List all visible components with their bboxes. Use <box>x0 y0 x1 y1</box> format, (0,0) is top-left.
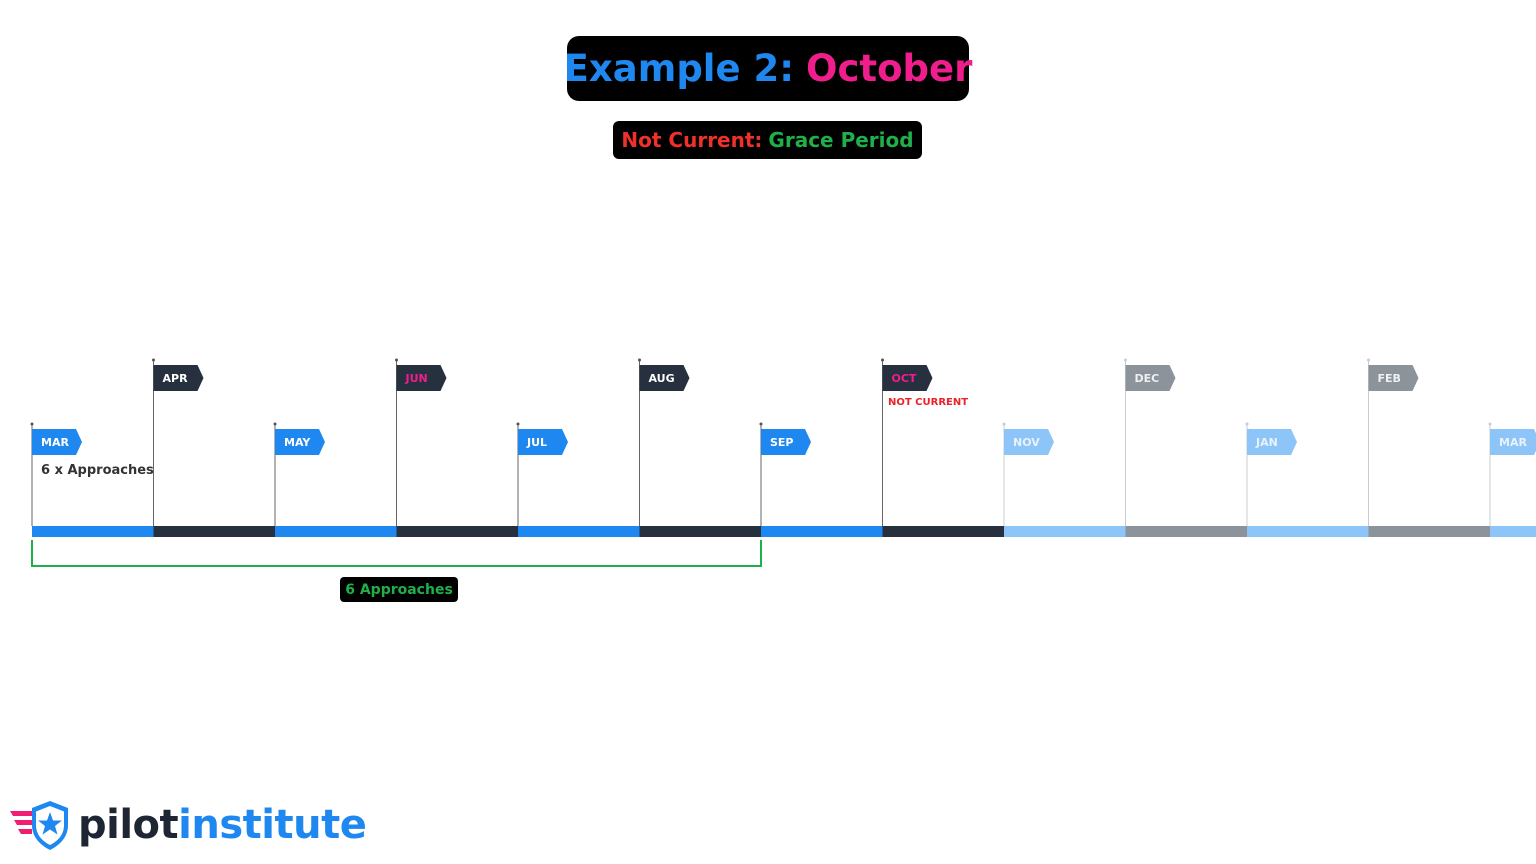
timeline-segment-dec <box>1125 526 1247 537</box>
month-flag-jan <box>1247 429 1297 455</box>
month-flag-mar <box>32 429 82 455</box>
month-flag-label: SEP <box>770 436 794 449</box>
month-flag-nov <box>1004 429 1054 455</box>
month-flag-label: MAR <box>41 436 69 449</box>
month-flag-label: DEC <box>1135 372 1160 385</box>
timeline-segment-may <box>275 526 397 537</box>
month-flag-label: OCT <box>892 372 917 385</box>
month-flag-label: JUL <box>526 436 547 449</box>
month-flag-apr <box>153 365 204 391</box>
flag-pole-tip <box>1367 358 1370 362</box>
month-flag-label: AUG <box>649 372 675 385</box>
title-highlight: October <box>806 47 973 90</box>
timeline-segment-mar <box>32 526 154 537</box>
flag-pole-tip <box>1124 358 1127 362</box>
flag-pole-tip <box>395 358 398 362</box>
timeline-segment-nov <box>1004 526 1126 537</box>
mar-approaches-note: 6 x Approaches <box>41 463 154 478</box>
timeline-segment-apr <box>153 526 275 537</box>
timeline-segment-sep <box>761 526 883 537</box>
timeline-segment-mar <box>1490 526 1536 537</box>
month-flag-sep <box>761 429 811 455</box>
month-flag-label: APR <box>163 372 189 385</box>
title-prefix: Example 2: <box>563 47 795 90</box>
month-flag-oct <box>882 365 933 391</box>
subtitle-prefix: Not Current: <box>621 128 763 152</box>
month-flag-jul <box>518 429 568 455</box>
month-flag-jun <box>396 365 447 391</box>
month-flag-label: FEB <box>1378 372 1401 385</box>
month-flag-aug <box>639 365 690 391</box>
logo-text-institute: institute <box>178 802 367 848</box>
timeline-segment-jan <box>1247 526 1369 537</box>
month-flag-dec <box>1125 365 1176 391</box>
month-flag-may <box>275 429 325 455</box>
flag-pole-tip <box>1002 422 1006 426</box>
month-flag-label: MAY <box>284 436 311 449</box>
flag-pole-tip <box>759 422 763 426</box>
subtitle-banner: Not Current: Grace Period <box>613 121 922 159</box>
flag-pole-tip <box>638 358 641 362</box>
shield-star-icon <box>10 801 68 850</box>
month-flag-label: JAN <box>1255 436 1278 449</box>
month-flag-label: JUN <box>405 372 428 385</box>
month-flag-label: NOV <box>1013 436 1040 449</box>
month-flag-mar <box>1490 429 1536 455</box>
flag-pole-tip <box>1245 422 1249 426</box>
flag-pole-tip <box>1488 422 1492 426</box>
flag-pole-tip <box>273 422 277 426</box>
pilot-institute-logo: pilotinstitute <box>10 796 367 854</box>
flag-pole-tip <box>30 422 34 426</box>
oct-not-current-note: NOT CURRENT <box>888 397 969 408</box>
month-flag-feb <box>1368 365 1419 391</box>
approaches-badge: 6 Approaches <box>340 577 458 602</box>
title-banner: Example 2: October <box>563 36 973 101</box>
timeline-segment-jun <box>396 526 518 537</box>
timeline-segment-jul <box>518 526 640 537</box>
flag-pole-tip <box>881 358 884 362</box>
timeline-segment-feb <box>1368 526 1490 537</box>
month-flag-label: MAR <box>1499 436 1527 449</box>
approaches-bracket <box>31 540 762 567</box>
timeline-segment-oct <box>882 526 1004 537</box>
subtitle-highlight: Grace Period <box>768 128 914 152</box>
flag-pole-tip <box>516 422 520 426</box>
approaches-badge-label: 6 Approaches <box>345 581 453 598</box>
logo-text-pilot: pilot <box>78 802 179 848</box>
flag-pole-tip <box>152 358 155 362</box>
timeline-segment-aug <box>639 526 761 537</box>
